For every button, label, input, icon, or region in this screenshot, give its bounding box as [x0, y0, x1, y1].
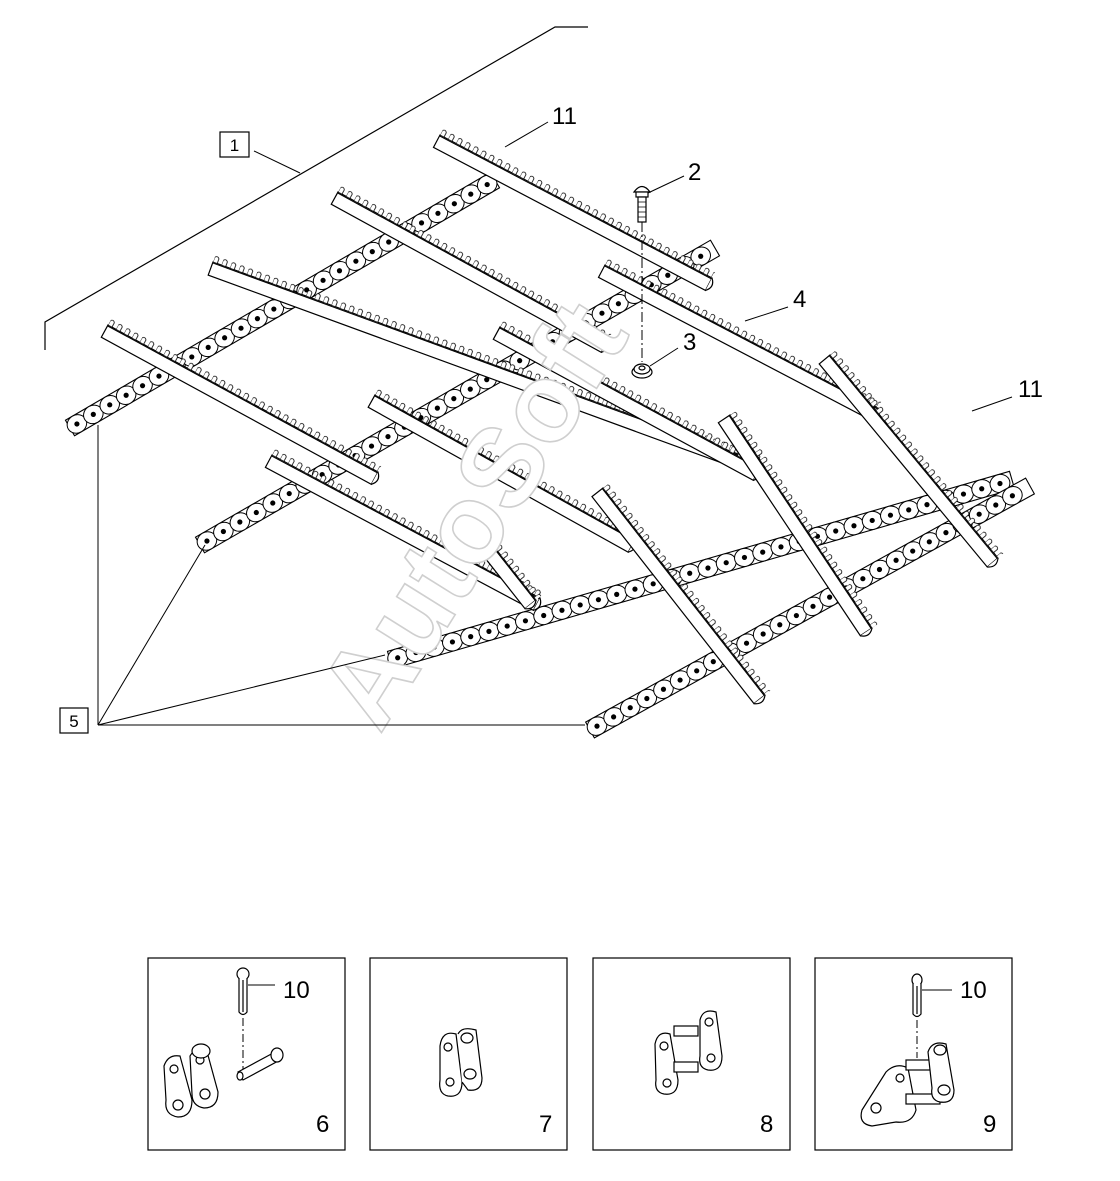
slat-bar	[492, 320, 764, 482]
slat-bar	[483, 543, 542, 610]
slat-bar	[717, 411, 878, 637]
assembly-boundary-line	[44, 26, 588, 350]
slat-bar	[264, 448, 544, 612]
slat-bar	[367, 388, 639, 554]
detail-number-7: 7	[539, 1111, 552, 1138]
callout-11-top: 11	[552, 103, 577, 130]
roller-chain	[64, 171, 501, 437]
callout-11-right: 11	[1018, 376, 1043, 403]
leader-lines	[97, 121, 1013, 726]
bolt-icon	[632, 185, 652, 223]
slat-bar	[818, 350, 1004, 568]
slat-bar	[597, 258, 882, 422]
pin-label-6: 10	[283, 977, 310, 1004]
detail-panel-6: 10 6	[147, 957, 346, 1151]
detail-number-9: 9	[983, 1111, 996, 1138]
callout-box-1	[219, 131, 250, 158]
cotter-pin-icon	[911, 973, 923, 1018]
connecting-pin-icon	[236, 1047, 284, 1081]
detail-number-8: 8	[760, 1111, 773, 1138]
detail-panel-9: 10 9	[814, 957, 1013, 1151]
connecting-link-icon	[439, 1028, 483, 1097]
detail-panel-7: 7	[369, 957, 568, 1151]
roller-chain	[584, 477, 1036, 739]
nut-icon	[631, 363, 653, 379]
detail-number-6: 6	[316, 1111, 329, 1138]
pin-label-9: 10	[960, 977, 987, 1004]
slat-bar	[100, 318, 382, 486]
callout-5: 5	[69, 712, 78, 731]
offset-link-icon	[654, 1010, 723, 1095]
callout-box-5	[59, 707, 89, 734]
callout-4: 4	[793, 286, 806, 313]
slat-bars	[100, 128, 1004, 705]
callout-2: 2	[688, 159, 701, 186]
slat-bar	[330, 185, 612, 354]
cotter-pin-icon	[236, 967, 250, 1016]
slat-bar	[432, 128, 716, 292]
slat-bar	[591, 483, 771, 705]
attachment-link-icon	[860, 1042, 955, 1127]
callout-3: 3	[683, 329, 696, 356]
callout-1: 1	[230, 136, 239, 155]
detail-panel-8: 8	[592, 957, 791, 1151]
chain-link-icon	[163, 1043, 219, 1118]
